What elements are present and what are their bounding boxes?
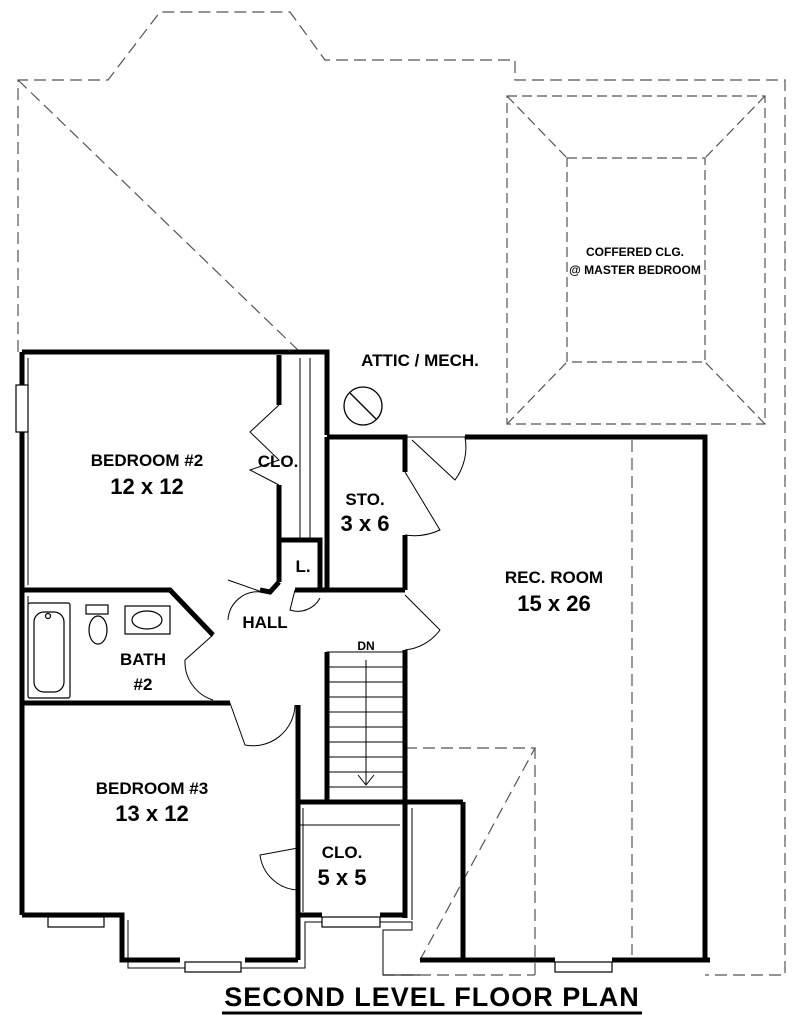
- coffered-ceiling: [506, 95, 766, 425]
- coffered-line2: @ MASTER BEDROOM: [569, 263, 701, 277]
- bedroom2-size: 12 x 12: [110, 474, 183, 499]
- sink-basin: [131, 610, 163, 630]
- roof-outline: [17, 11, 786, 976]
- toilet-tank: [85, 604, 109, 615]
- closet-lower-name: CLO.: [322, 843, 363, 862]
- hall-name: HALL: [242, 613, 287, 632]
- window: [554, 961, 613, 973]
- windows: [15, 384, 613, 973]
- bedroom2-name: BEDROOM #2: [91, 451, 203, 470]
- closet-upper-name: CLO.: [258, 452, 299, 471]
- linen-name: L.: [295, 557, 310, 576]
- window: [47, 916, 105, 928]
- rec-room-name: REC. ROOM: [505, 568, 603, 587]
- rec-room-size: 15 x 26: [517, 591, 590, 616]
- plan-title: SECOND LEVEL FLOOR PLAN: [224, 982, 640, 1012]
- toilet-bowl: [88, 615, 108, 645]
- bedroom3-name: BEDROOM #3: [96, 779, 208, 798]
- attic-vent-icon: [343, 386, 383, 426]
- window: [321, 916, 381, 928]
- bath-fixtures: [27, 602, 171, 699]
- bath-line1: BATH: [120, 650, 166, 669]
- storage-size: 3 x 6: [341, 511, 390, 536]
- window: [15, 384, 29, 433]
- bath-line2: #2: [134, 675, 153, 694]
- window: [184, 961, 242, 973]
- closet-lower-size: 5 x 5: [318, 865, 367, 890]
- stair-dn-label: DN: [357, 639, 374, 653]
- storage-name: STO.: [345, 490, 384, 509]
- attic-name: ATTIC / MECH.: [361, 351, 479, 370]
- coffered-line1: COFFERED CLG.: [586, 245, 684, 259]
- stairs: [326, 651, 406, 803]
- bedroom3-size: 13 x 12: [115, 801, 188, 826]
- doors: [184, 404, 467, 891]
